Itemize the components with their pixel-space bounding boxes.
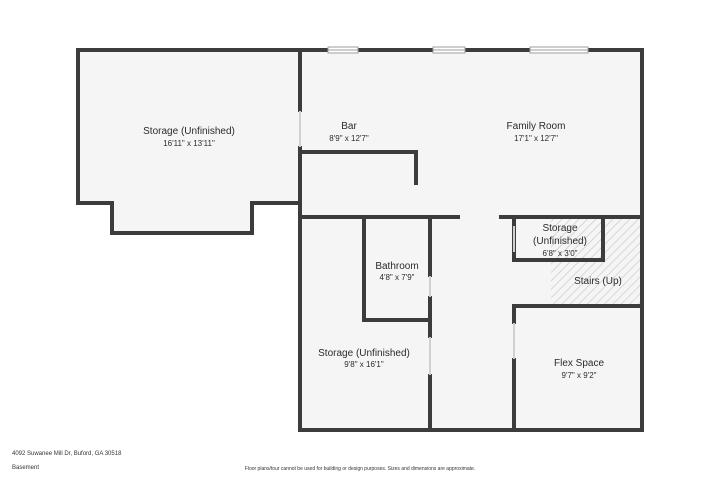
outer-wall [76, 48, 644, 432]
bathroom-wall [362, 215, 432, 322]
windows [327, 46, 589, 54]
room-dims-storage-south: 9'8" x 16'1" [344, 360, 384, 369]
room-dims-bathroom: 4'8" x 7'9" [380, 273, 415, 282]
room-name-storage-west: Storage (Unfinished) [143, 126, 235, 137]
bar-counter [298, 150, 418, 185]
floor-area [78, 50, 642, 430]
room-dims-family-room: 17'1" x 12'7" [514, 134, 558, 143]
room-dims-storage-small: 6'8" x 3'0" [543, 249, 578, 258]
room-dims-flex-space: 9'7" x 9'2" [562, 371, 597, 380]
room-name-family-room: Family Room [507, 121, 566, 132]
room-name-bathroom: Bathroom [375, 261, 418, 272]
room-name-storage-south: Storage (Unfinished) [318, 348, 410, 359]
room-labels: Storage (Unfinished) 16'11" x 13'11" Bar… [143, 121, 622, 380]
room-name-bar: Bar [341, 121, 357, 132]
room-dims-bar: 8'9" x 12'7" [329, 134, 369, 143]
room-name-flex-space: Flex Space [554, 358, 604, 369]
walls [76, 48, 644, 432]
property-address: 4092 Suwanee Mill Dr, Buford, GA 30518 [12, 451, 122, 457]
room-dims-storage-west: 16'11" x 13'11" [163, 139, 215, 148]
room-name2-storage-small: (Unfinished) [533, 236, 587, 247]
disclaimer-text: Floor plans/tour cannot be used for buil… [244, 466, 476, 472]
door-openings [299, 111, 515, 375]
floor-level-label: Basement [12, 465, 40, 471]
room-name-storage-small: Storage [542, 223, 577, 234]
room-name-stairs: Stairs (Up) [574, 276, 622, 287]
